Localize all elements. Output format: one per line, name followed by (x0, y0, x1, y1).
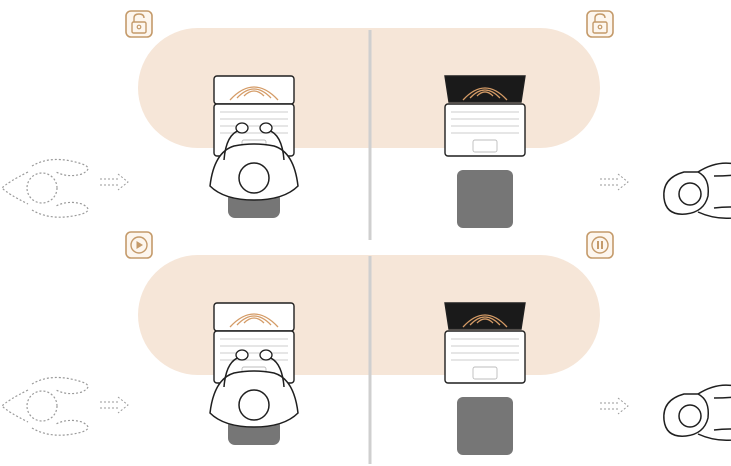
leaving-person (664, 385, 731, 440)
row-lock-scenario (2, 11, 731, 228)
leaving-person (664, 163, 731, 218)
approaching-person-ghost (2, 159, 88, 217)
laptop-locked (445, 76, 525, 228)
laptop-in-use (210, 76, 298, 218)
approaching-person-ghost (2, 377, 88, 435)
unlocked-padlock-icon (587, 11, 613, 37)
approach-arrow (100, 174, 128, 190)
row-media-scenario (2, 232, 731, 455)
laptop-playing-media (210, 303, 298, 445)
approach-arrow (100, 397, 128, 413)
laptop-paused (445, 303, 525, 455)
unlocked-padlock-icon (126, 11, 152, 37)
leave-arrow (600, 398, 628, 414)
play-icon (126, 232, 152, 258)
pause-icon (587, 232, 613, 258)
leave-arrow (600, 174, 628, 190)
